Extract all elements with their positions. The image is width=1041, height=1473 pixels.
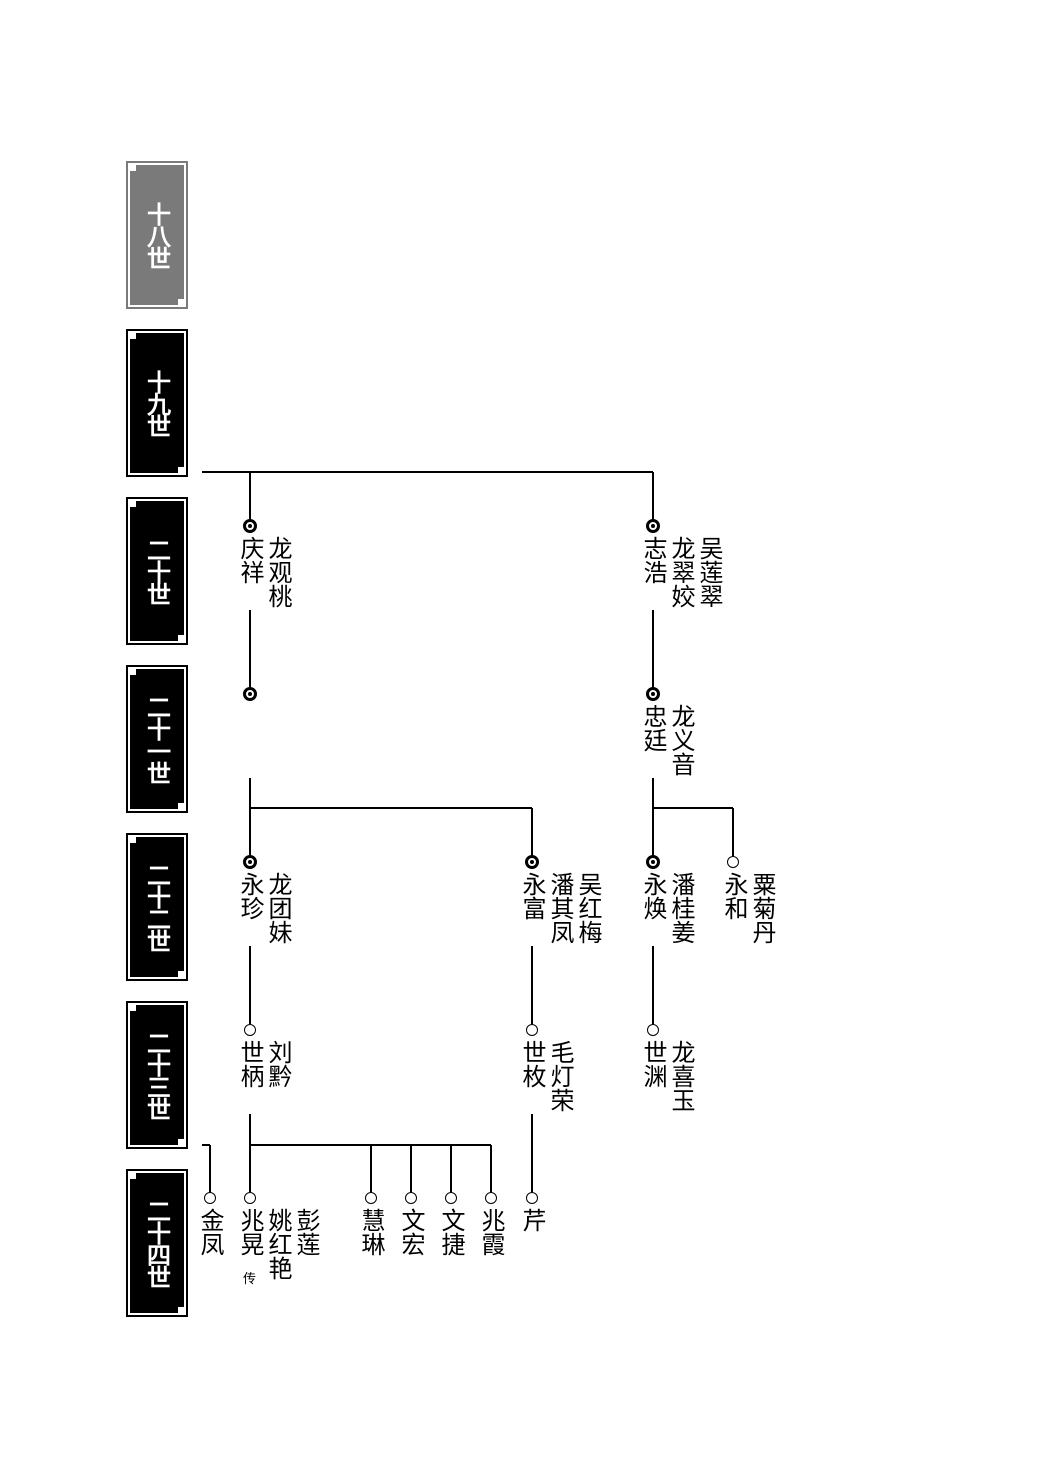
- person-name-huilin: 慧琳: [357, 1208, 385, 1256]
- person-name-shimei: 世枚: [518, 1040, 546, 1088]
- person-node-unnamed: [243, 687, 257, 701]
- person-node-qingxiang: [243, 519, 257, 533]
- person-node-shimei: [526, 1024, 538, 1036]
- person-node-jinfeng: [204, 1192, 216, 1204]
- person-name-yongfu: 永富: [518, 872, 546, 920]
- person-name-yonghe: 永和: [720, 872, 748, 920]
- person-node-wenjie: [445, 1192, 457, 1204]
- person-node-zhaoxia: [485, 1192, 497, 1204]
- person-name-zhihao: 志浩: [639, 536, 667, 584]
- person-node-yongfu: [525, 855, 539, 869]
- person-node-zhaohuang: [244, 1192, 256, 1204]
- person-node-zhihao: [646, 519, 660, 533]
- generation-label-21: 二十一世: [126, 665, 188, 813]
- spouse-name: 吴莲翠: [695, 536, 723, 608]
- person-node-shiyuan: [647, 1024, 659, 1036]
- spouse-name: 姚红艳: [264, 1208, 292, 1280]
- person-node-huilin: [365, 1192, 377, 1204]
- generation-label-22: 二十二世: [126, 833, 188, 981]
- person-name-shibing: 世柄: [236, 1040, 264, 1088]
- person-name-qin: 芹: [518, 1208, 546, 1232]
- person-name-wenhong: 文宏: [397, 1208, 425, 1256]
- person-name-jinfeng: 金凤: [196, 1208, 224, 1256]
- spouse-name: 龙义音: [667, 704, 695, 776]
- person-node-yonghe: [727, 856, 739, 868]
- generation-label-18: 十八世: [126, 161, 188, 309]
- generation-label-24: 二十四世: [126, 1169, 188, 1317]
- person-name-yongzhen: 永珍: [236, 872, 264, 920]
- spouse-name: 龙观桃: [264, 536, 292, 608]
- person-node-shibing: [244, 1024, 256, 1036]
- spouse-name: 龙翠姣: [667, 536, 695, 608]
- person-node-wenhong: [405, 1192, 417, 1204]
- spouse-name: 龙喜玉: [667, 1040, 695, 1112]
- spouse-name: 吴红梅: [574, 872, 602, 944]
- person-name-zhaoxia: 兆霞: [477, 1208, 505, 1256]
- spouse-name: 毛灯荣: [546, 1040, 574, 1112]
- person-name-zhaohuang: 兆晃: [236, 1208, 264, 1256]
- generation-label-20: 二十世: [126, 497, 188, 645]
- person-name-yonghuan: 永焕: [639, 872, 667, 920]
- spouse-name: 龙团妹: [264, 872, 292, 944]
- spouse-name: 彭莲: [292, 1208, 320, 1256]
- person-node-yonghuan: [646, 855, 660, 869]
- spouse-name: 潘其凤: [546, 872, 574, 944]
- spouse-name: 刘黔: [264, 1040, 292, 1088]
- spouse-name: 潘桂姜: [667, 872, 695, 944]
- person-note-chuan: 传: [243, 1272, 257, 1287]
- generation-label-23: 二十三世: [126, 1001, 188, 1149]
- person-name-wenjie: 文捷: [437, 1208, 465, 1256]
- person-name-qingxiang: 庆祥: [236, 536, 264, 584]
- person-node-yongzhen: [243, 855, 257, 869]
- person-node-qin: [526, 1192, 538, 1204]
- person-name-shiyuan: 世渊: [639, 1040, 667, 1088]
- person-name-zhongting: 忠廷: [639, 704, 667, 752]
- generation-label-19: 十九世: [126, 329, 188, 477]
- person-node-zhongting: [646, 687, 660, 701]
- spouse-name: 粟菊丹: [748, 872, 776, 944]
